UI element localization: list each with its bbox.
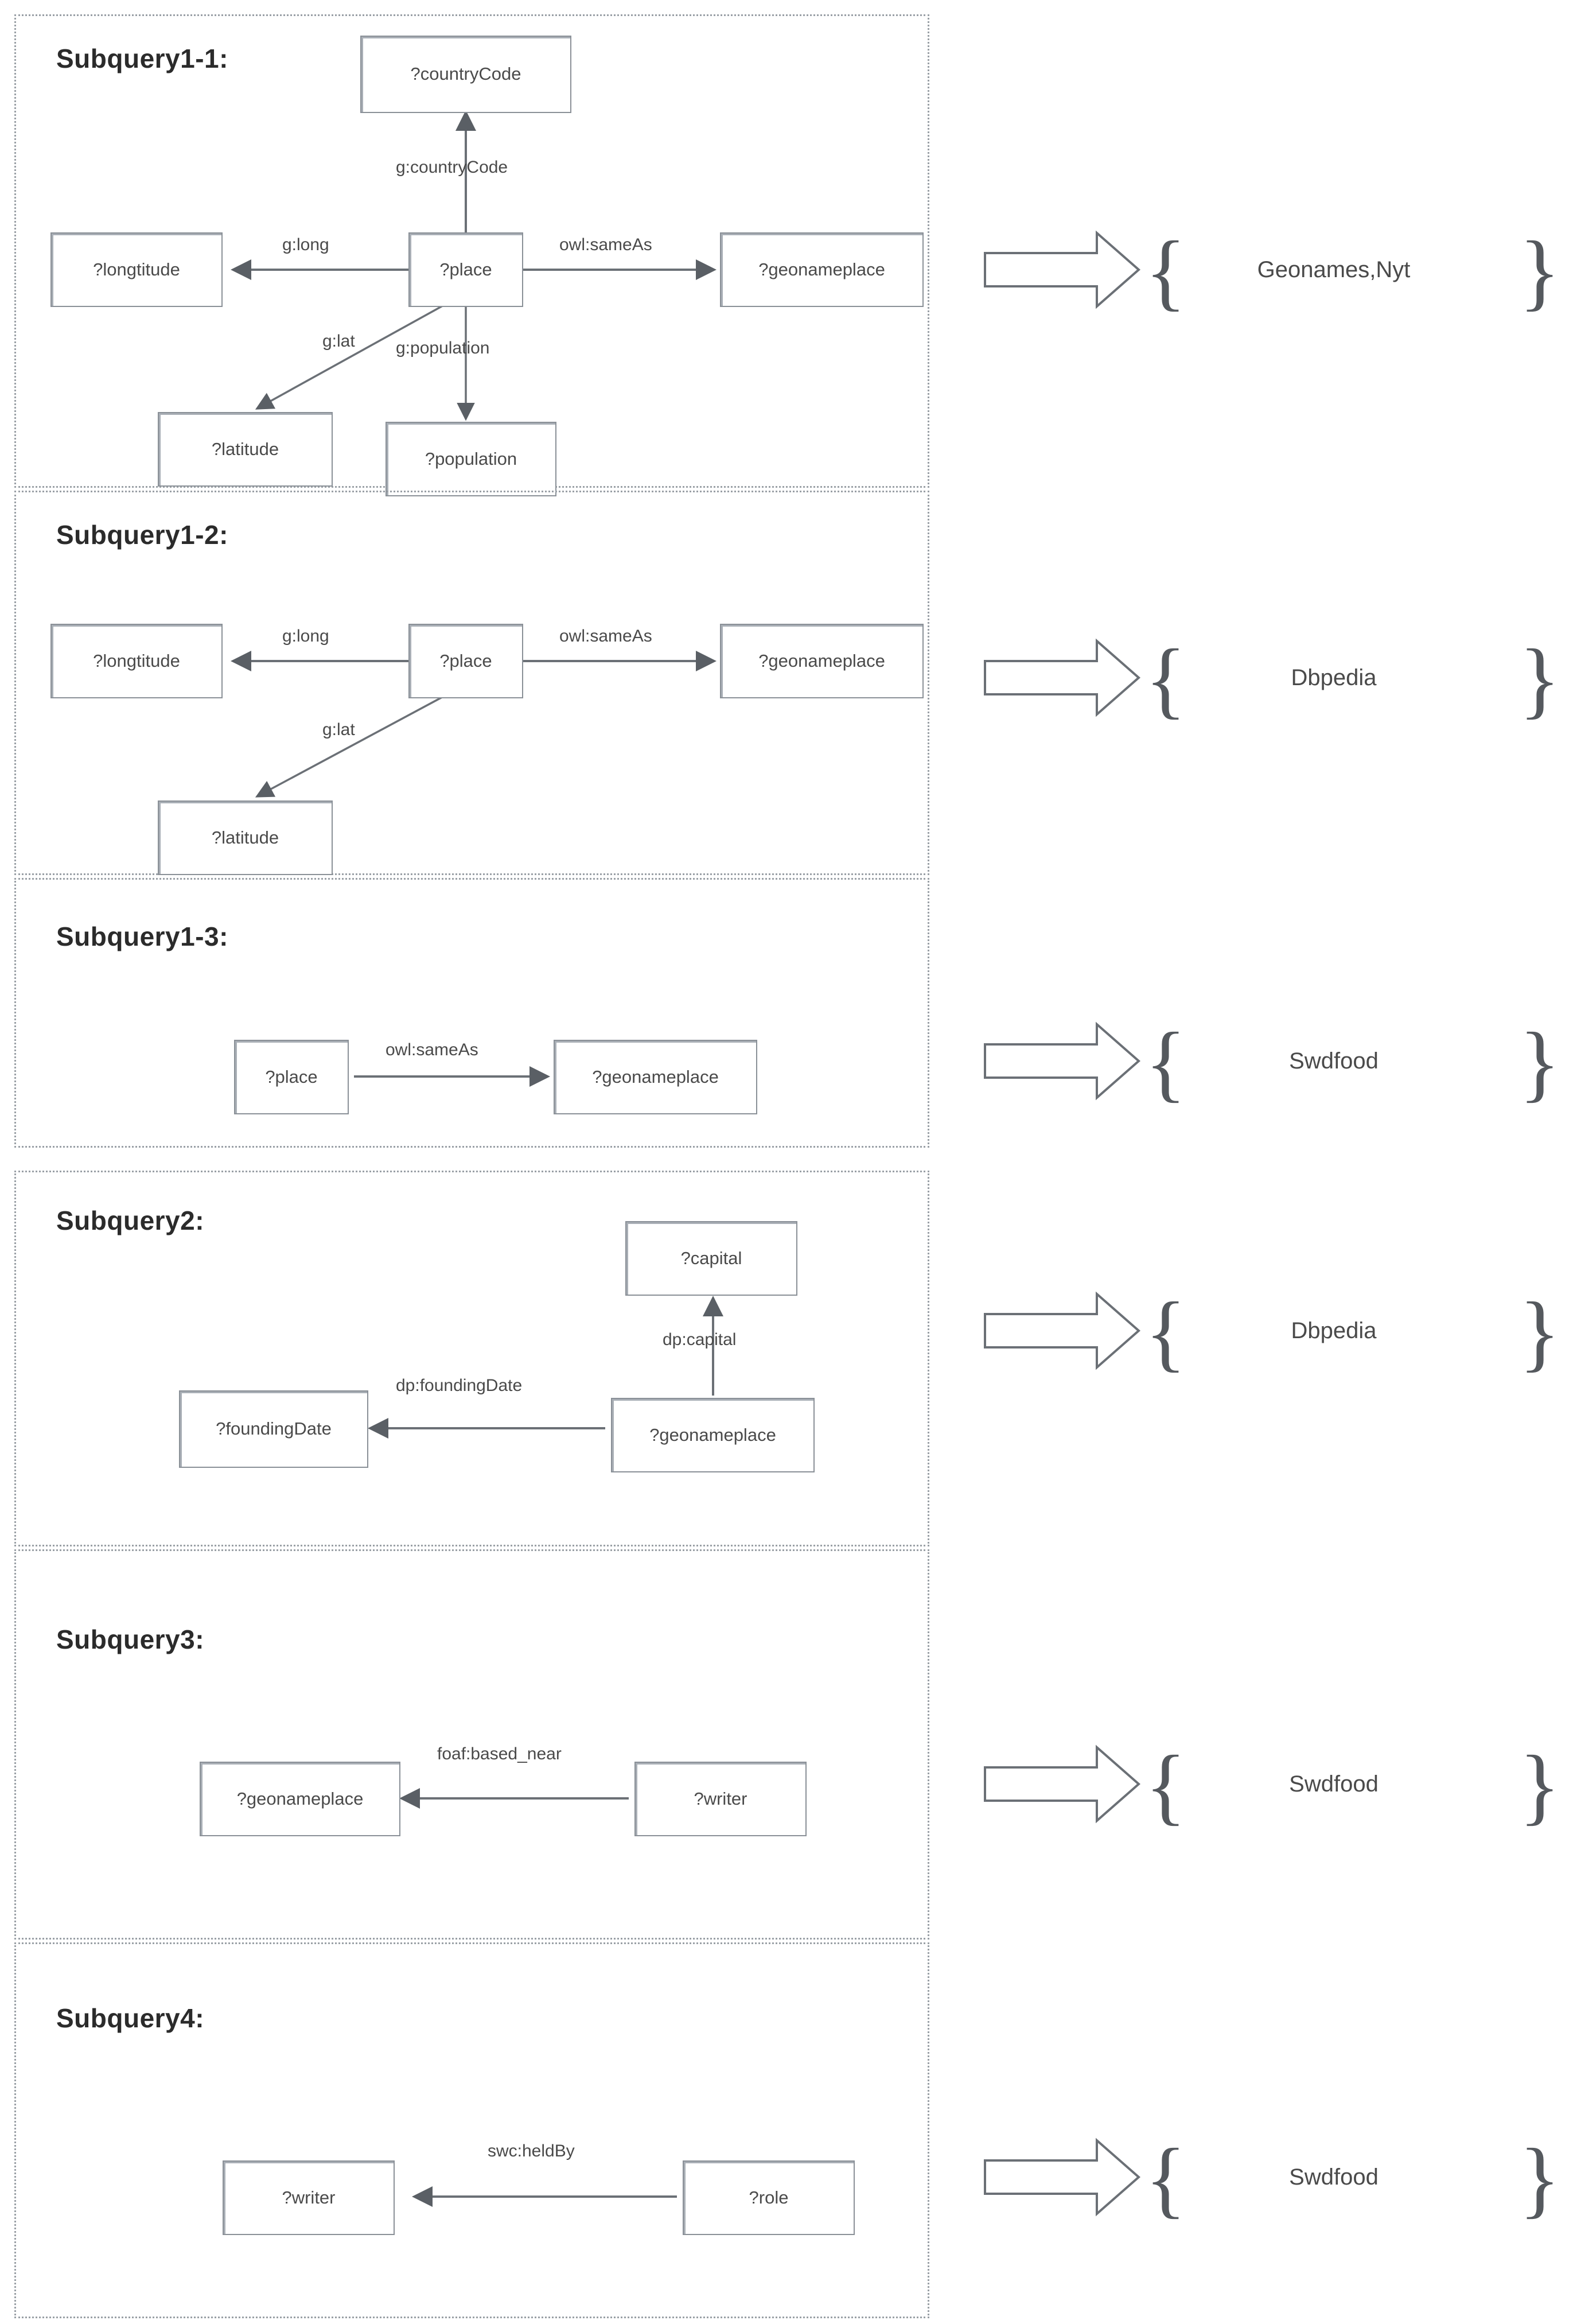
brace-close-2: } bbox=[1519, 632, 1560, 727]
node-geonameplace[interactable]: ?geonameplace bbox=[720, 232, 924, 307]
node-longtitude[interactable]: ?longtitude bbox=[50, 232, 223, 307]
node-countrycode[interactable]: ?countryCode bbox=[360, 36, 571, 113]
subquery-panel-6 bbox=[14, 1942, 929, 2318]
edge-label-foaf-based-near: foaf:based_near bbox=[437, 1744, 562, 1763]
node-label: ?latitude bbox=[211, 827, 279, 848]
brace-close-3: } bbox=[1519, 1015, 1560, 1110]
edge-label-g-countrycode: g:countryCode bbox=[396, 158, 508, 177]
source-label-6: Swdfood bbox=[1289, 2164, 1379, 2190]
node-label: ?place bbox=[439, 259, 492, 279]
node-label: ?geonameplace bbox=[649, 1424, 776, 1445]
node-label: ?place bbox=[265, 1066, 318, 1087]
subquery-title-2: Subquery1-2: bbox=[56, 520, 228, 550]
node-label: ?longtitude bbox=[93, 259, 180, 279]
flow-arrow-2 bbox=[985, 641, 1139, 714]
subquery-panel-2 bbox=[14, 491, 929, 875]
source-label-2: Dbpedia bbox=[1291, 665, 1377, 690]
edge-label-g-long: g:long bbox=[282, 235, 329, 254]
node-latitude-2[interactable]: ?latitude bbox=[158, 800, 333, 875]
edge-label-g-population: g:population bbox=[396, 339, 490, 357]
node-geonameplace-5[interactable]: ?geonameplace bbox=[200, 1762, 400, 1836]
brace-close-5: } bbox=[1519, 1738, 1560, 1833]
node-label: ?population bbox=[425, 448, 517, 469]
node-label: ?writer bbox=[694, 1788, 747, 1809]
block-arrow-group bbox=[984, 230, 1141, 2217]
edge-label-dp-foundingdate: dp:foundingDate bbox=[396, 1376, 523, 1395]
brace-open-6: { bbox=[1145, 2131, 1186, 2226]
node-geonameplace-3[interactable]: ?geonameplace bbox=[554, 1040, 757, 1114]
flow-arrow-5 bbox=[985, 1747, 1139, 1821]
source-label-4: Dbpedia bbox=[1291, 1318, 1377, 1343]
edge-label-g-lat-2: g:lat bbox=[322, 720, 355, 739]
node-longtitude-2[interactable]: ?longtitude bbox=[50, 624, 223, 698]
brace-close-4: } bbox=[1519, 1285, 1560, 1380]
node-label: ?writer bbox=[282, 2187, 336, 2208]
edge-label-g-long-2: g:long bbox=[282, 627, 329, 646]
node-label: ?geonameplace bbox=[758, 259, 885, 279]
node-label: ?geonameplace bbox=[758, 650, 885, 671]
node-latitude[interactable]: ?latitude bbox=[158, 412, 333, 487]
node-label: ?role bbox=[749, 2187, 789, 2208]
node-geonameplace-4[interactable]: ?geonameplace bbox=[611, 1398, 815, 1472]
subquery-panel-5 bbox=[14, 1549, 929, 1940]
brace-open-5: { bbox=[1145, 1738, 1186, 1833]
edge-label-owl-sameas: owl:sameAs bbox=[559, 235, 652, 254]
node-place-3[interactable]: ?place bbox=[234, 1040, 349, 1114]
edge-label-g-lat: g:lat bbox=[322, 332, 355, 351]
node-label: ?capital bbox=[680, 1248, 742, 1268]
node-label: ?latitude bbox=[211, 438, 279, 459]
edge-label-owl-sameas-2: owl:sameAs bbox=[559, 627, 652, 646]
brace-close-1: } bbox=[1519, 224, 1560, 319]
source-label-3: Swdfood bbox=[1289, 1048, 1379, 1074]
node-label: ?geonameplace bbox=[236, 1788, 364, 1809]
brace-close-6: } bbox=[1519, 2131, 1560, 2226]
brace-open-1: { bbox=[1145, 224, 1186, 319]
edge-label-dp-capital: dp:capital bbox=[663, 1330, 737, 1349]
subquery-panel-3 bbox=[14, 878, 929, 1148]
flow-arrow-4 bbox=[985, 1294, 1139, 1367]
node-label: ?geonameplace bbox=[592, 1066, 719, 1087]
edge-label-owl-sameas-3: owl:sameAs bbox=[386, 1040, 478, 1059]
node-capital[interactable]: ?capital bbox=[625, 1221, 797, 1296]
node-geonameplace-2[interactable]: ?geonameplace bbox=[720, 624, 924, 698]
edge-label-swc-heldby: swc:heldBy bbox=[488, 2142, 575, 2160]
source-label-1: Geonames,Nyt bbox=[1257, 257, 1411, 282]
node-writer[interactable]: ?writer bbox=[634, 1762, 807, 1836]
flow-arrow-6 bbox=[985, 2140, 1139, 2214]
flow-arrow-3 bbox=[985, 1024, 1139, 1098]
node-population[interactable]: ?population bbox=[386, 422, 556, 496]
subquery-title-3: Subquery1-3: bbox=[56, 922, 228, 951]
brace-open-3: { bbox=[1145, 1015, 1186, 1110]
source-label-5: Swdfood bbox=[1289, 1771, 1379, 1797]
node-label: ?countryCode bbox=[410, 64, 521, 84]
brace-open-4: { bbox=[1145, 1285, 1186, 1380]
subquery-panel-4 bbox=[14, 1171, 929, 1546]
node-label: ?longtitude bbox=[93, 650, 180, 671]
subquery-title-5: Subquery3: bbox=[56, 1625, 205, 1654]
node-foundingdate[interactable]: ?foundingDate bbox=[179, 1390, 368, 1468]
subquery-title-1: Subquery1-1: bbox=[56, 44, 228, 73]
subquery-title-4: Subquery2: bbox=[56, 1206, 205, 1235]
subquery-title-6: Subquery4: bbox=[56, 2003, 205, 2033]
node-role[interactable]: ?role bbox=[683, 2160, 855, 2235]
flow-arrow-1 bbox=[985, 233, 1139, 306]
brace-open-2: { bbox=[1145, 632, 1186, 727]
node-label: ?place bbox=[439, 650, 492, 671]
node-place-2[interactable]: ?place bbox=[408, 624, 523, 698]
node-place[interactable]: ?place bbox=[408, 232, 523, 307]
node-label: ?foundingDate bbox=[216, 1419, 332, 1439]
node-writer-6[interactable]: ?writer bbox=[223, 2160, 395, 2235]
